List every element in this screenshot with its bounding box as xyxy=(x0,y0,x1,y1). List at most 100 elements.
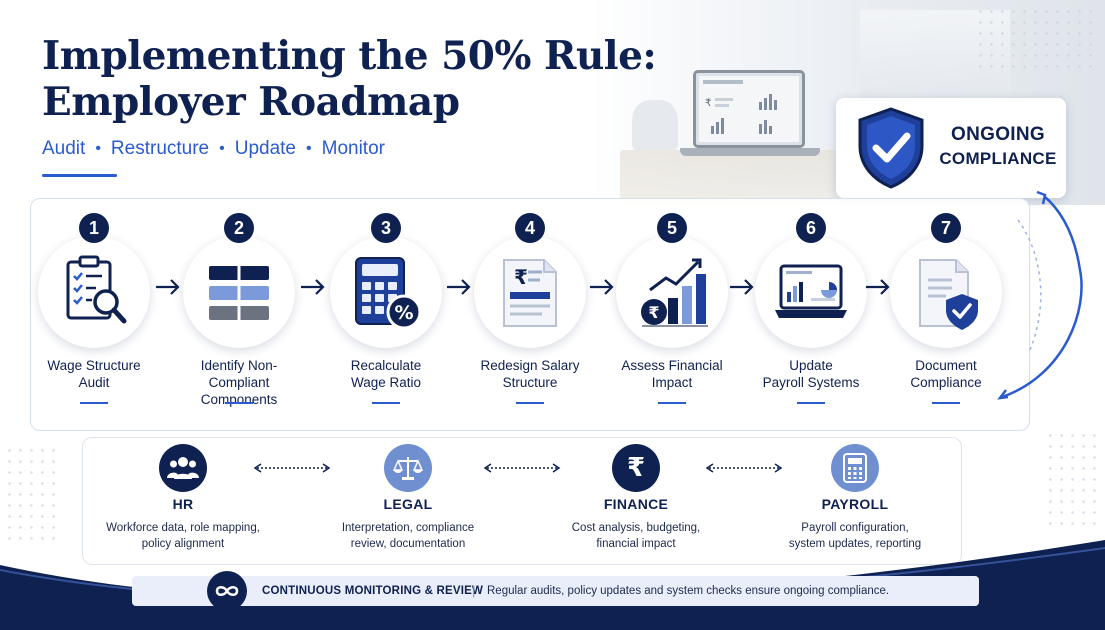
dept-description-line: Interpretation, compliance xyxy=(341,522,475,534)
subtitle-audit: Audit xyxy=(42,138,86,159)
step-label-line: Update xyxy=(789,358,833,373)
dept-finance: ₹ FINANCE Cost analysis, budgeting, fina… xyxy=(536,438,736,566)
ongoing-label-line-1: ONGOING xyxy=(951,124,1045,145)
cycle-arrow-icon xyxy=(997,190,1083,400)
dept-description-line: Cost analysis, budgeting, xyxy=(571,522,701,534)
step-7: 7 Document Compliance xyxy=(871,199,1021,432)
table-rows-icon xyxy=(209,264,269,322)
step-label: Wage Structure Audit xyxy=(19,357,169,391)
step-number: 7 xyxy=(931,213,961,243)
departments-panel: HR Workforce data, role mapping, policy … xyxy=(82,437,962,565)
subtitle-restructure: Restructure xyxy=(110,138,210,159)
step-label-line: Structure xyxy=(502,375,558,390)
plant-pot-image xyxy=(632,100,678,150)
dept-description-line: Payroll configuration, xyxy=(801,522,909,534)
dept-description-line: financial impact xyxy=(596,538,676,550)
step-5: ₹ 5 Assess Financial Impact xyxy=(597,199,747,432)
subtitle-separator: • xyxy=(219,140,225,157)
step-label-line: Compliance xyxy=(910,375,982,390)
step-label-line: Assess Financial xyxy=(621,358,723,373)
step-label-line: Impact xyxy=(651,375,693,390)
monitoring-text: Regular audits, policy updates and syste… xyxy=(487,585,890,597)
double-arrow-icon xyxy=(705,463,783,473)
subtitle-update: Update xyxy=(234,138,297,159)
step-3: % 3 Recalculate Wage Ratio xyxy=(311,199,461,432)
clipboard-magnifier-icon xyxy=(66,255,127,324)
dept-name: LEGAL xyxy=(383,496,433,512)
title-line-2: Employer Roadmap xyxy=(42,79,460,125)
step-number: 3 xyxy=(371,213,401,243)
svg-text:₹: ₹ xyxy=(514,265,528,289)
arrow-right-icon xyxy=(156,279,180,295)
dept-legal: LEGAL Interpretation, compliance review,… xyxy=(308,438,508,566)
arrow-right-icon xyxy=(447,279,471,295)
roadmap-steps-panel: 1 Wage Structure Audit 2 Identify Non- C… xyxy=(30,198,1030,431)
step-1: 1 Wage Structure Audit xyxy=(19,199,169,432)
step-2: 2 Identify Non- Compliant Components xyxy=(164,199,314,432)
subtitle-monitor: Monitor xyxy=(321,138,385,159)
step-label-line: Payroll Systems xyxy=(762,375,860,390)
svg-text:₹: ₹ xyxy=(705,98,711,109)
subtitle: Audit • Restructure • Update • Monitor xyxy=(42,138,385,160)
page-title: Implementing the 50% Rule: Employer Road… xyxy=(42,33,657,125)
step-underline xyxy=(372,402,400,404)
monitoring-banner xyxy=(132,576,979,606)
dept-name: FINANCE xyxy=(603,496,669,512)
ongoing-compliance-label: ONGOING COMPLIANCE xyxy=(934,123,1062,171)
step-underline xyxy=(225,402,253,404)
step-underline xyxy=(80,402,108,404)
step-underline xyxy=(932,402,960,404)
step-underline xyxy=(797,402,825,404)
step-label: Redesign Salary Structure xyxy=(455,357,605,391)
arrow-right-icon xyxy=(301,279,325,295)
step-number: 6 xyxy=(796,213,826,243)
dept-description-line: system updates, reporting xyxy=(788,538,922,550)
laptop-dashboard-icon xyxy=(775,264,847,318)
dot-pattern-top-right xyxy=(975,6,1100,76)
dept-description-line: review, documentation xyxy=(350,538,466,550)
people-icon xyxy=(159,444,207,492)
step-number: 1 xyxy=(79,213,109,243)
step-4: ₹ 4 Redesign Salary Structure xyxy=(455,199,605,432)
dept-name: HR xyxy=(172,496,194,512)
calculator-icon xyxy=(831,444,879,492)
step-label: Recalculate Wage Ratio xyxy=(311,357,461,391)
dept-description: Interpretation, compliance review, docum… xyxy=(308,520,508,552)
step-label-line: Audit xyxy=(78,375,110,390)
step-number: 5 xyxy=(657,213,687,243)
dot-pattern-left xyxy=(4,445,59,540)
title-line-1: Implementing the 50% Rule: xyxy=(42,33,657,79)
document-shield-icon xyxy=(919,259,978,330)
double-arrow-icon xyxy=(253,463,331,473)
arrow-right-icon xyxy=(590,279,614,295)
subtitle-separator: • xyxy=(95,140,101,157)
step-label-line: Wage Structure xyxy=(47,358,141,373)
svg-text:₹: ₹ xyxy=(648,303,659,322)
dept-hr: HR Workforce data, role mapping, policy … xyxy=(83,438,283,566)
arrow-right-icon xyxy=(866,279,890,295)
bar-chart-rupee-icon: ₹ xyxy=(641,258,708,327)
step-6: 6 Update Payroll Systems xyxy=(736,199,886,432)
step-label: Document Compliance xyxy=(871,357,1021,391)
step-underline xyxy=(658,402,686,404)
shield-check-icon xyxy=(858,107,924,189)
dot-pattern-right xyxy=(1045,430,1103,530)
dept-description: Payroll configuration, system updates, r… xyxy=(755,520,955,552)
step-label-line: Document xyxy=(915,358,977,373)
rupee-icon: ₹ xyxy=(612,444,660,492)
step-label-line: Wage Ratio xyxy=(350,375,422,390)
step-label-line: Redesign Salary xyxy=(480,358,580,373)
dept-description-line: Workforce data, role mapping, xyxy=(106,522,260,534)
step-label-line: Compliant xyxy=(208,375,270,390)
step-label: Identify Non- Compliant Components xyxy=(164,357,314,408)
step-label: Assess Financial Impact xyxy=(597,357,747,391)
double-arrow-icon xyxy=(483,463,561,473)
step-number: 2 xyxy=(224,213,254,243)
dept-description: Workforce data, role mapping, policy ali… xyxy=(83,520,283,552)
rupee-document-icon: ₹ xyxy=(503,259,557,327)
calculator-percent-icon: % xyxy=(355,257,422,330)
monitoring-title: CONTINUOUS MONITORING & REVIEW xyxy=(262,585,484,597)
bottom-wave-decoration xyxy=(0,540,1105,630)
step-5-icon-circle xyxy=(616,236,728,348)
dept-description: Cost analysis, budgeting, financial impa… xyxy=(536,520,736,552)
